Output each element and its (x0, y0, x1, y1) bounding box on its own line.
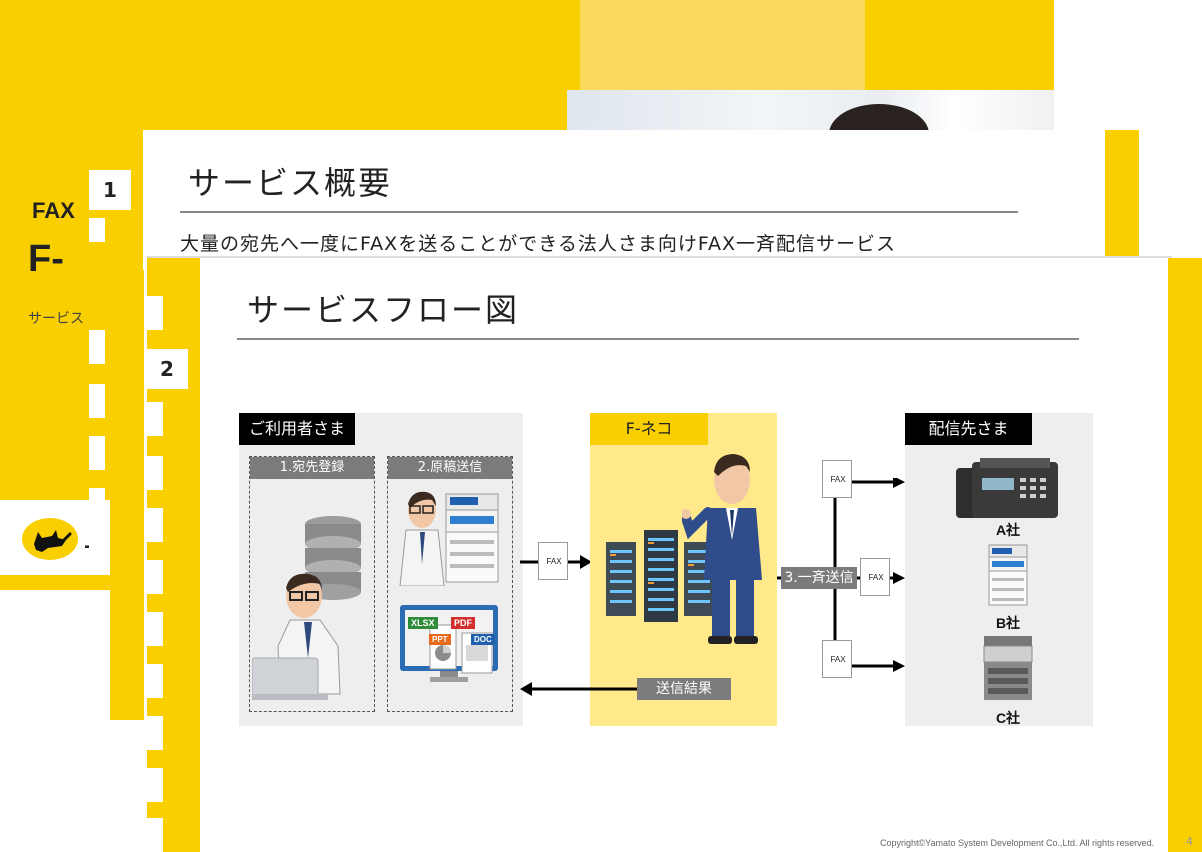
pdf-badge: PDF (451, 617, 475, 629)
businessman-icon (682, 454, 762, 644)
slide1-lead: 大量の宛先へ一度にFAXを送ることができる法人さま向けFAX一斉配信サービス (180, 233, 897, 255)
copier-icon (983, 636, 1033, 700)
xlsx-badge: XLSX (408, 617, 438, 629)
cat-logo-dash: - (84, 536, 92, 557)
ppt-badge: PPT (429, 634, 451, 645)
result-label: 送信結果 (637, 678, 731, 700)
slide2-right-band (1168, 258, 1202, 852)
binder-tab (89, 540, 105, 574)
slide1-title: サービス概要 (188, 164, 393, 202)
printer-icon (988, 544, 1028, 606)
slide1-spine (110, 160, 144, 720)
cover-title: F- (28, 238, 64, 280)
cover-subtitle: サービス (28, 311, 84, 327)
doc-badge: DOC (471, 634, 495, 645)
company-b-label: B社 (995, 615, 1021, 631)
binder-tab (89, 592, 105, 626)
copyright-text: Copyright©Yamato System Development Co.,… (880, 838, 1155, 848)
slide1-sheet (143, 130, 1105, 270)
company-c-label: C社 (995, 710, 1021, 726)
office-worker-icon (399, 491, 445, 586)
fax-document-icon: FAX (822, 460, 852, 498)
binder-tab (89, 488, 105, 522)
page-number: 4 (1186, 835, 1193, 848)
slide2-title: サービスフロー図 (247, 291, 520, 329)
fax-machine-icon (956, 458, 1058, 518)
binder-tab (89, 436, 105, 470)
broadcast-label: 3.一斉送信 (781, 567, 857, 589)
fax-document-icon: FAX (538, 542, 568, 580)
slide2-number: 2 (146, 349, 188, 389)
slide1-divider (180, 211, 1018, 213)
user-panel-tag: ご利用者さま (239, 413, 356, 445)
binder-tab (89, 218, 105, 242)
binder-tab (89, 644, 105, 678)
cover-photo (567, 90, 1054, 164)
binder-tab (147, 508, 163, 542)
cat-logo-icon (22, 518, 78, 560)
cover-title-small: FAX (32, 198, 75, 223)
slide1-right-band (1105, 130, 1139, 260)
cover-accent-block (580, 0, 865, 90)
binder-tab (147, 768, 163, 802)
binder-tab (147, 664, 163, 698)
slide2-spine (147, 258, 200, 852)
fax-document-icon: FAX (822, 640, 852, 678)
binder-tab (147, 560, 163, 594)
slide2-divider (237, 338, 1079, 340)
binder-tab (147, 402, 163, 436)
company-a-label: A社 (995, 522, 1021, 538)
binder-tab (147, 716, 163, 750)
fax-document-icon: FAX (860, 558, 890, 596)
slide1-number: 1 (89, 170, 131, 210)
binder-tab (89, 384, 105, 418)
binder-tab (89, 330, 105, 364)
binder-tab (147, 818, 163, 852)
binder-tab (147, 296, 163, 330)
step2-label: 2.原稿送信 (388, 457, 512, 479)
result-arrow (520, 682, 640, 696)
step1-label: 1.宛先登録 (250, 457, 374, 479)
binder-tab (147, 456, 163, 490)
service-panel-tag: F-ネコ (590, 413, 708, 445)
copier-icon (445, 493, 499, 583)
user-with-laptop-icon (252, 573, 341, 700)
destination-panel-tag: 配信先さま (905, 413, 1032, 445)
binder-tab (147, 612, 163, 646)
